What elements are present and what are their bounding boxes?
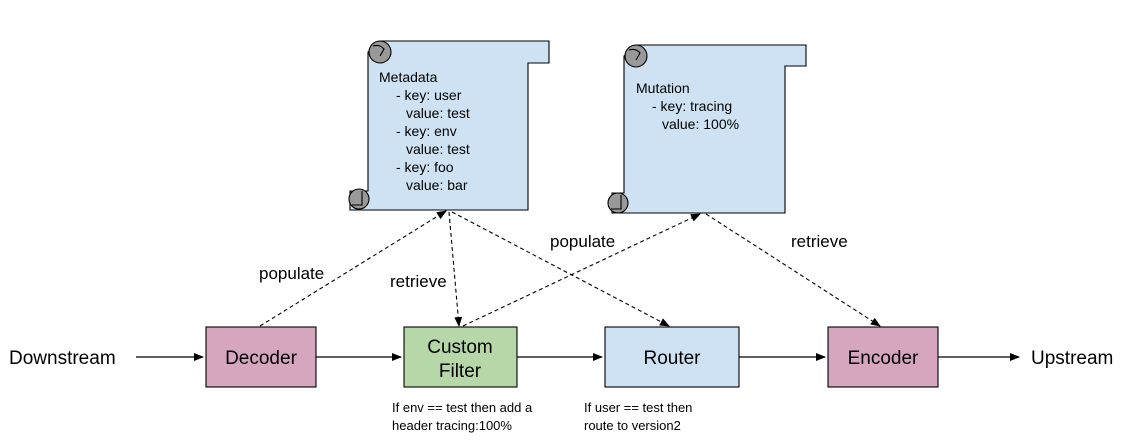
custom-filter-label-line1: Custom	[427, 337, 492, 358]
mutation-scroll-line: value: 100%	[662, 116, 739, 132]
encoder-label: Encoder	[848, 348, 919, 369]
decoder-node	[205, 326, 317, 388]
filter-note-line1: If env == test then add a	[392, 400, 533, 415]
router-note-line1: If user == test then	[584, 400, 692, 415]
mutation-scroll-bottom-curl-line	[611, 195, 622, 210]
decoder-populate-label: populate	[259, 264, 324, 283]
custom-filter-node	[403, 326, 518, 388]
custom-filter-label-line2: Filter	[439, 361, 482, 382]
filter-populate-label: populate	[550, 232, 615, 251]
dashed-arrow-mutation-retrieve-encoder	[705, 213, 881, 327]
encoder-retrieve-label: retrieve	[791, 232, 848, 251]
metadata-scroll-line: - key: user	[396, 87, 462, 103]
dashed-arrow-metadata-retrieve-filter	[448, 211, 463, 327]
router-label: Router	[643, 348, 701, 369]
upstream-label: Upstream	[1031, 348, 1113, 369]
metadata-scroll-bottom-curl-icon	[348, 188, 370, 210]
metadata-scroll-line: value: bar	[406, 177, 468, 193]
filter-retrieve-label: retrieve	[390, 272, 447, 291]
filter-note-line2: header tracing:100%	[392, 418, 512, 433]
metadata-scroll-line: value: test	[406, 105, 470, 121]
dashed-arrow-decoder-populate-metadata	[259, 210, 447, 327]
metadata-scroll-title: Metadata	[379, 69, 438, 85]
mutation-scroll-line: - key: tracing	[652, 98, 732, 114]
decoder-label: Decoder	[225, 348, 297, 369]
metadata-scroll-line: - key: env	[396, 123, 457, 139]
router-note-line2: route to version2	[584, 418, 681, 433]
mutation-scroll: Mutation - key: tracing value: 100%	[607, 44, 807, 214]
metadata-scroll-top-curl-line	[372, 44, 385, 57]
metadata-scroll-bottom-curl-line	[352, 191, 363, 206]
mutation-scroll-title: Mutation	[636, 80, 690, 96]
metadata-scroll-line: value: test	[406, 141, 470, 157]
mutation-scroll-top-curl-icon	[624, 44, 648, 68]
router-node	[604, 326, 740, 388]
downstream-label: Downstream	[9, 348, 116, 369]
metadata-scroll: Metadata - key: user value: test - key: …	[348, 40, 550, 211]
mutation-scroll-top-curl-line	[628, 48, 641, 61]
dashed-arrow-metadata-to-router	[451, 211, 670, 327]
metadata-scroll-line: - key: foo	[396, 159, 454, 175]
metadata-scroll-top-curl-icon	[368, 40, 392, 64]
dashed-arrow-filter-populate-mutation	[462, 213, 701, 327]
mutation-scroll-bottom-curl-icon	[607, 192, 629, 214]
encoder-node	[827, 326, 939, 388]
